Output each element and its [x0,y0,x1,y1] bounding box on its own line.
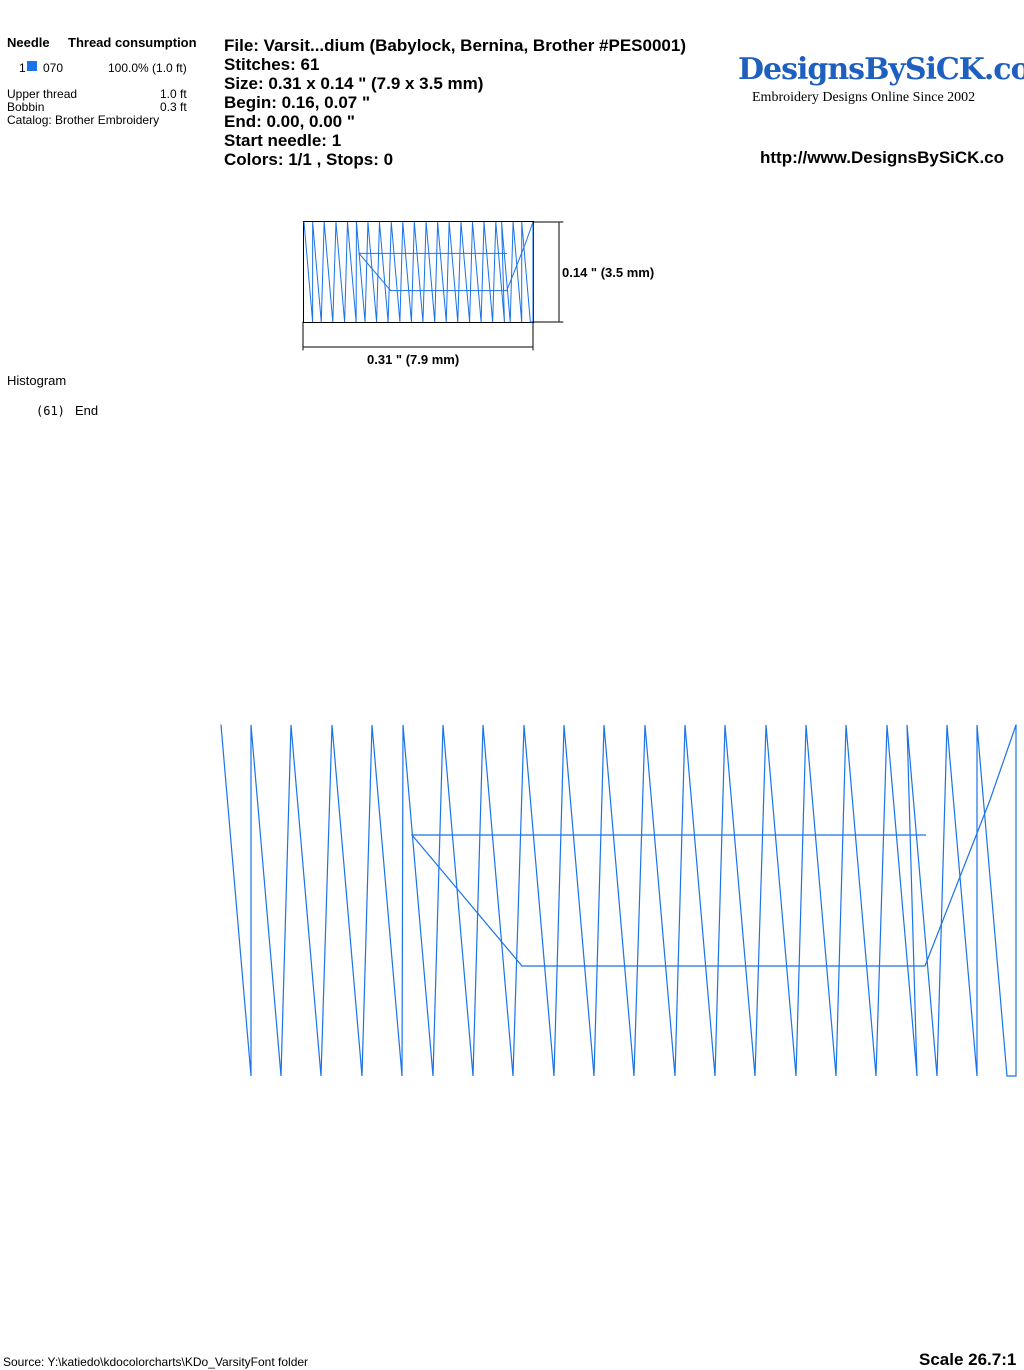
large-stitch-preview [220,724,1017,1077]
thread-consumption: 100.0% (1.0 ft) [108,61,187,75]
zigzag-stitch-path [220,724,1017,1077]
bobbin-label: Bobbin [7,100,45,114]
colors-stops: Colors: 1/1 , Stops: 0 [224,150,394,169]
design-size: Size: 0.31 x 0.14 " (7.9 x 3.5 mm) [224,74,484,93]
website-url[interactable]: http://www.DesignsBySiCK.co [760,148,1005,167]
thread-color-swatch [27,61,37,71]
begin-point: Begin: 0.16, 0.07 " [224,93,371,112]
stitch-count: Stitches: 61 [224,55,320,74]
histogram-title: Histogram [7,373,67,388]
file-name: File: Varsit...dium (Babylock, Bernina, … [224,36,686,55]
upper-thread-value: 1.0 ft [160,87,187,101]
scale: Scale 26.7:1 [919,1350,1017,1369]
design-info: File: Varsit...dium (Babylock, Bernina, … [224,36,686,169]
bobbin-value: 0.3 ft [160,100,187,114]
needle-number: 1 [19,61,26,75]
logo-tagline: Embroidery Designs Online Since 2002 [752,90,976,105]
needle-header: Needle [7,35,50,50]
logo: DesignsBySiCK.com [738,52,1024,87]
source-path: Source: Y:\katiedo\kdocolorcharts\KDo_Va… [3,1355,309,1369]
thread-code: 070 [43,61,64,75]
upper-thread-label: Upper thread [7,87,78,101]
catalog: Catalog: Brother Embroidery [7,113,160,127]
zigzag-stitch-path [303,221,534,323]
width-dimension: 0.31 " (7.9 mm) [367,352,460,367]
small-bounding-box [303,221,534,323]
inner-stitch-path [357,221,534,292]
height-dimension: 0.14 " (3.5 mm) [562,265,655,280]
end-point: End: 0.00, 0.00 " [224,112,355,131]
histogram-count: (61) [36,404,65,418]
histogram-label: End [75,403,99,418]
consumption-header: Thread consumption [68,35,197,50]
small-stitch-preview [303,221,534,323]
inner-stitch-path [410,724,1017,967]
start-needle: Start needle: 1 [224,131,342,150]
